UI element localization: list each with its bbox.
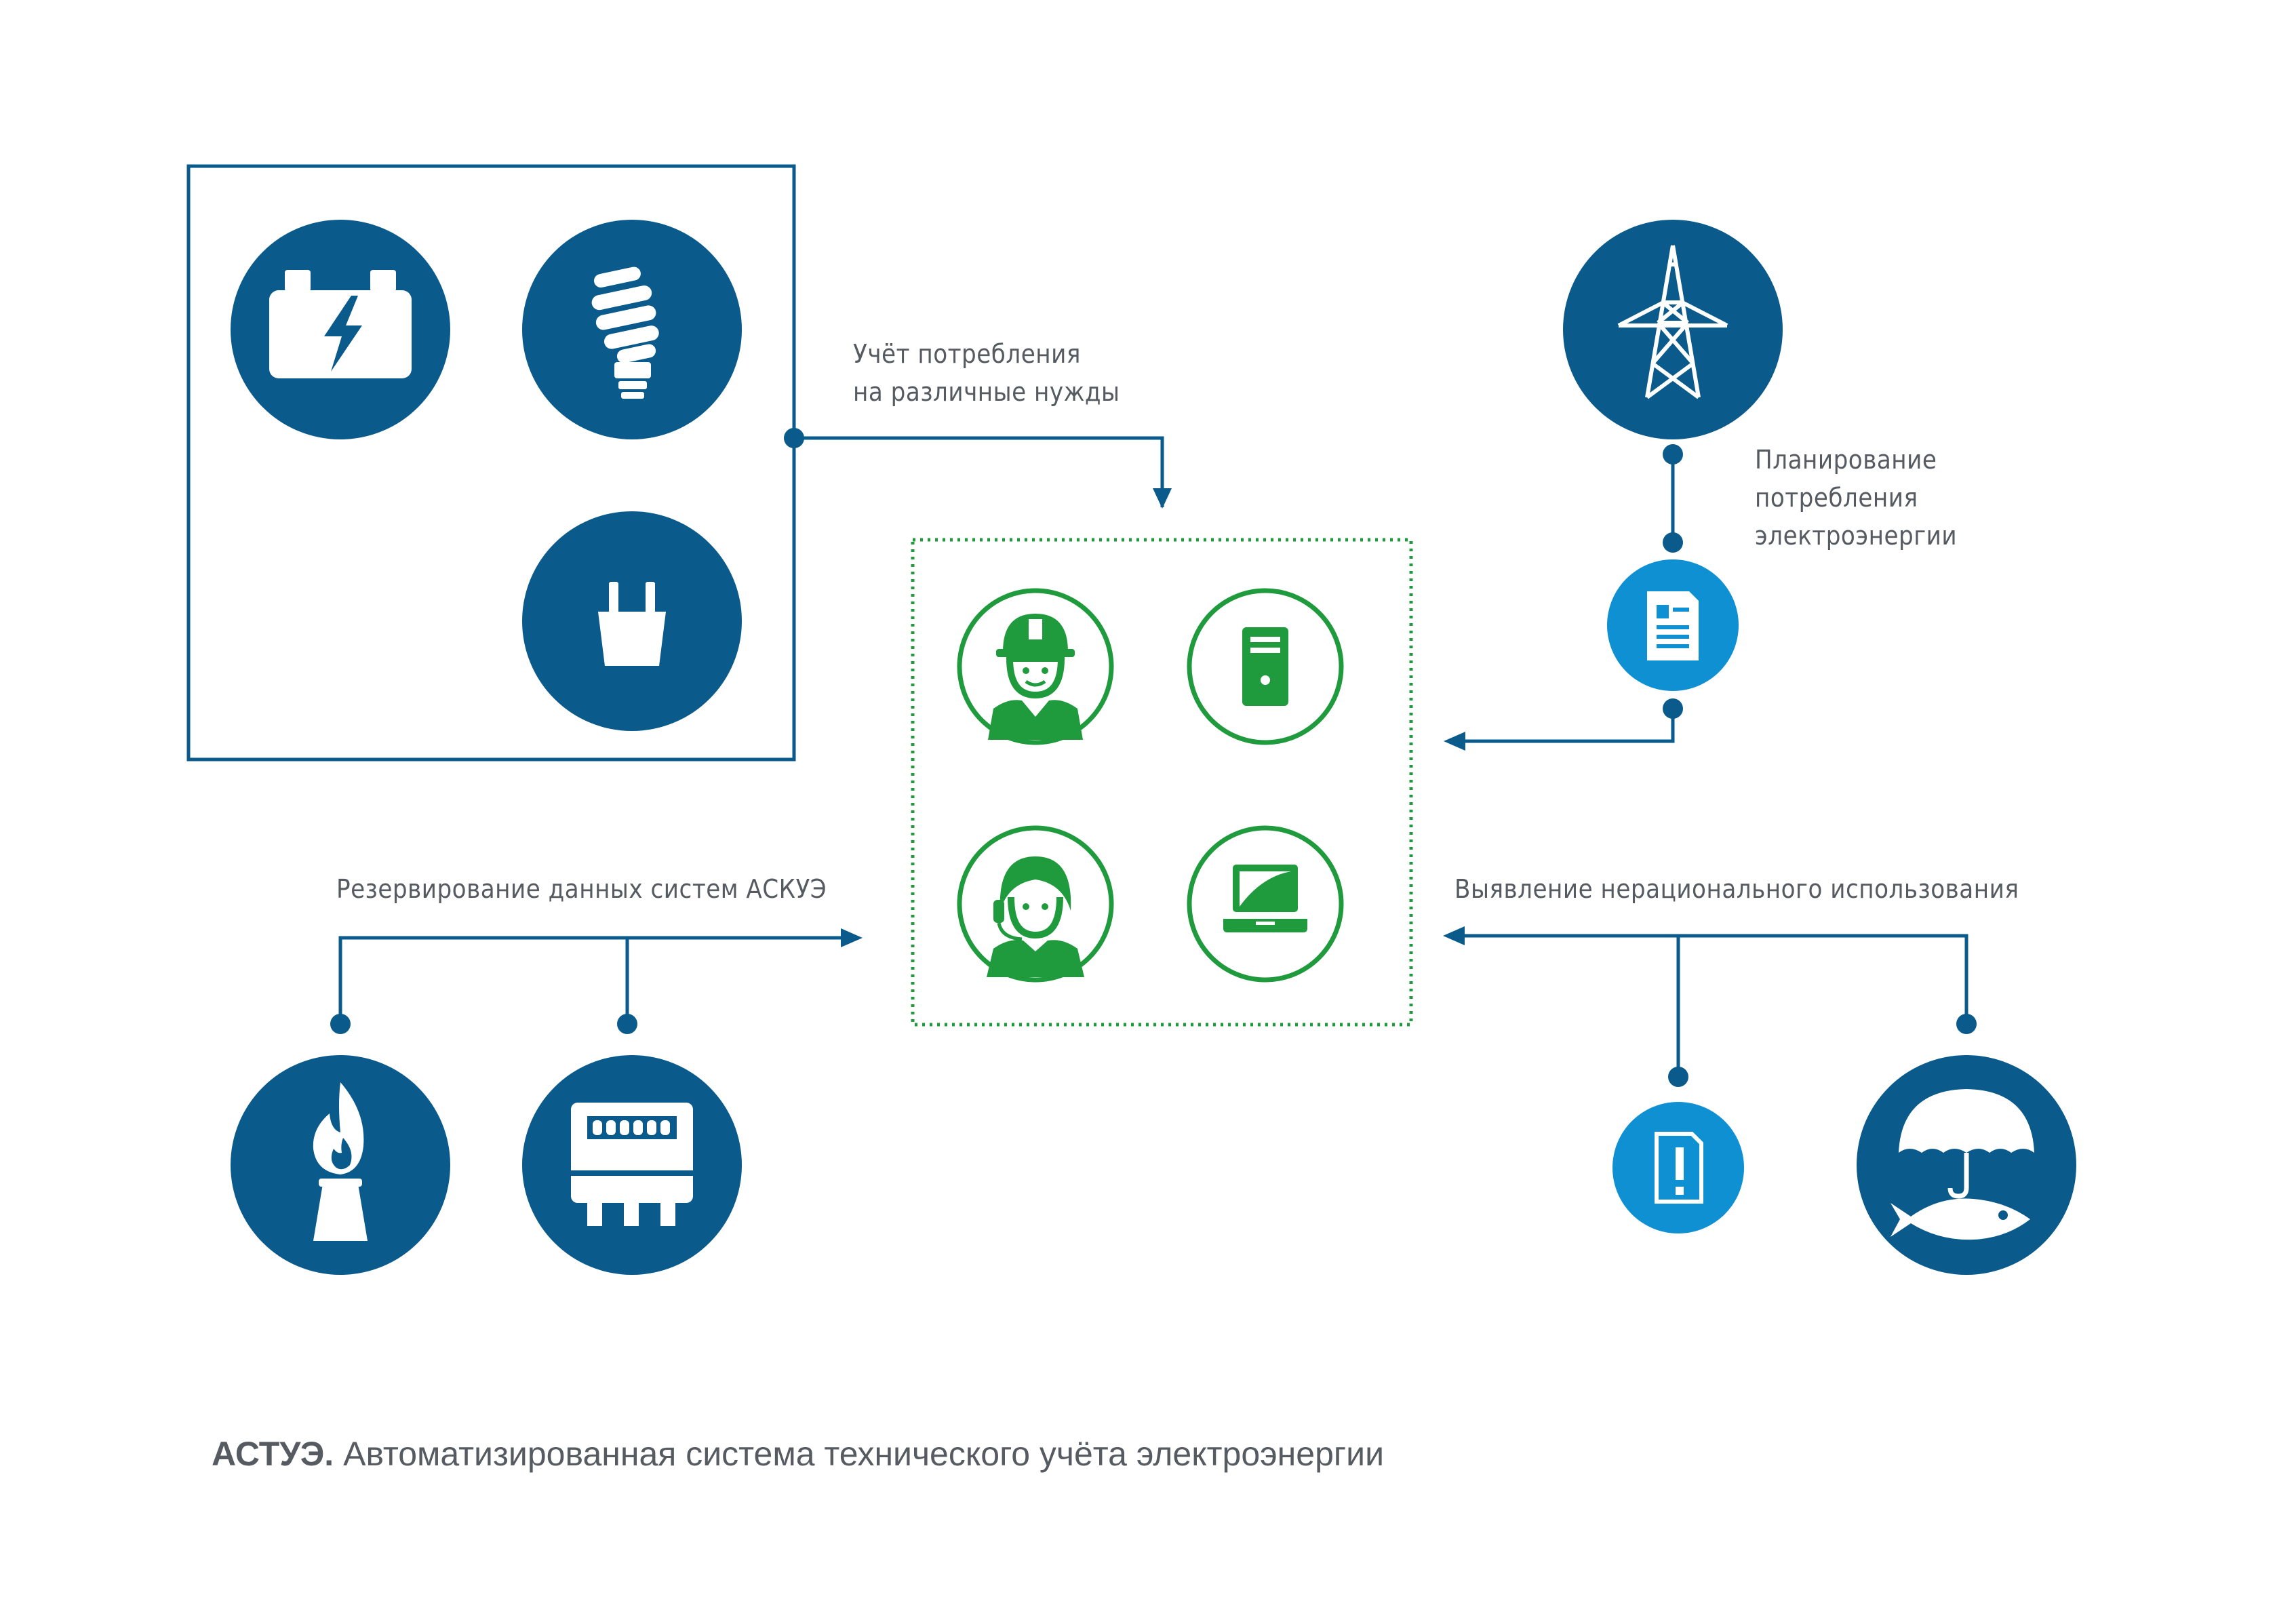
electricity-meter-icon [522,1055,742,1275]
document-icon [1607,559,1739,691]
battery-icon [231,220,450,439]
connector-consumption [784,428,1172,509]
server-icon [1187,588,1344,745]
warning-document-icon [1612,1102,1744,1233]
caption-abbreviation: АСТУЭ. [212,1435,334,1473]
power-tower-icon [1563,220,1783,439]
power-plug-icon [522,511,742,731]
engineer-icon [957,588,1114,745]
umbrella-fish-icon [1857,1055,2076,1275]
operator-icon [957,825,1114,983]
consumers-group-box [186,164,796,762]
label-reservation: Резервирование данных систем АСКУЭ [336,874,827,904]
center-dotted-box [911,538,1413,1027]
label-planning: Планирование потребления электроэнергии [1755,445,1958,551]
energy-saving-bulb-icon [522,220,742,439]
connector-reservation [330,928,863,1034]
diagram-caption: АСТУЭ. Автоматизированная система технич… [212,1434,1384,1474]
connector-planning [1444,444,1683,751]
gas-plant-icon [231,1055,450,1275]
connector-irrational [1443,926,1977,1087]
label-irrational: Выявление нерационального использования [1454,874,2019,904]
caption-text: Автоматизированная система технического … [343,1435,1385,1473]
label-consumption: Учёт потребления на различные нужды [853,339,1120,407]
laptop-icon [1187,825,1344,983]
